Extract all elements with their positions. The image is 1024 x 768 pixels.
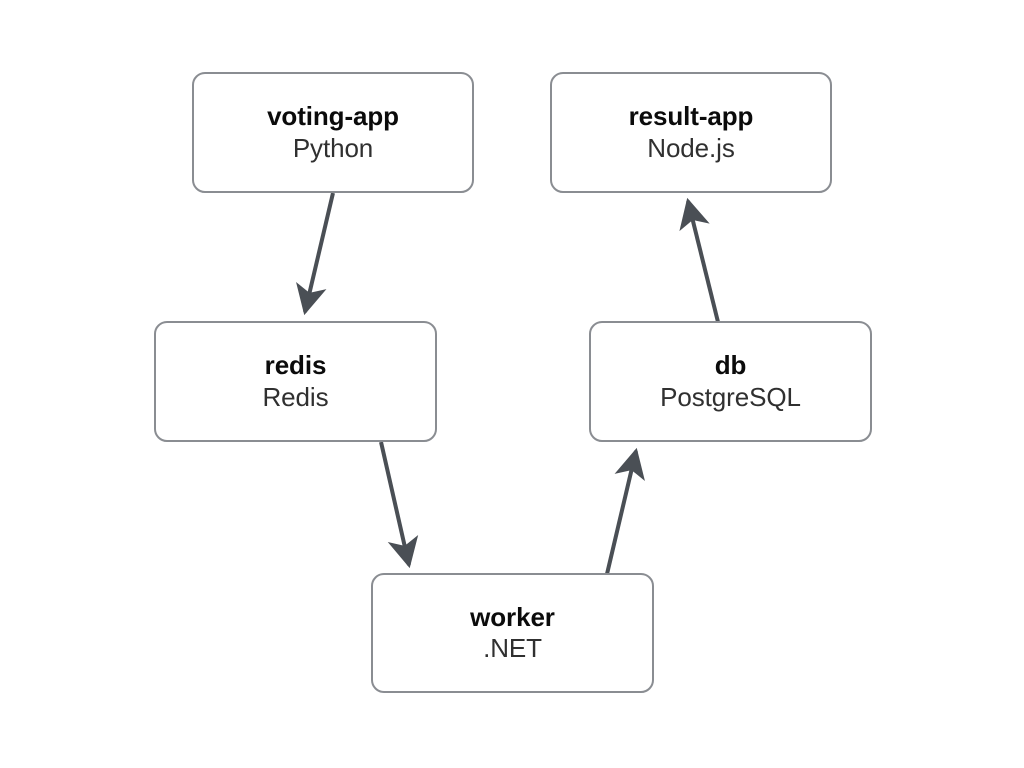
node-db-title: db [714,350,747,381]
edge-worker-to-db [605,447,645,575]
node-result-app[interactable]: result-app Node.js [550,72,832,193]
node-db-subtitle: PostgreSQL [660,381,801,412]
node-redis-title: redis [264,350,327,381]
edge-db-to-result-app [679,197,720,323]
node-redis-subtitle: Redis [262,381,329,412]
node-voting-app-subtitle: Python [292,132,374,163]
node-result-app-title: result-app [628,101,754,132]
node-redis[interactable]: redis Redis [154,321,437,442]
node-worker[interactable]: worker .NET [371,573,654,693]
node-worker-title: worker [470,601,555,632]
node-voting-app[interactable]: voting-app Python [192,72,474,193]
node-voting-app-title: voting-app [267,101,399,132]
edge-voting-app-to-redis [296,192,335,316]
node-db[interactable]: db PostgreSQL [589,321,872,442]
edge-redis-to-worker [379,441,419,569]
node-worker-subtitle: .NET [483,633,542,664]
node-result-app-subtitle: Node.js [647,132,735,163]
